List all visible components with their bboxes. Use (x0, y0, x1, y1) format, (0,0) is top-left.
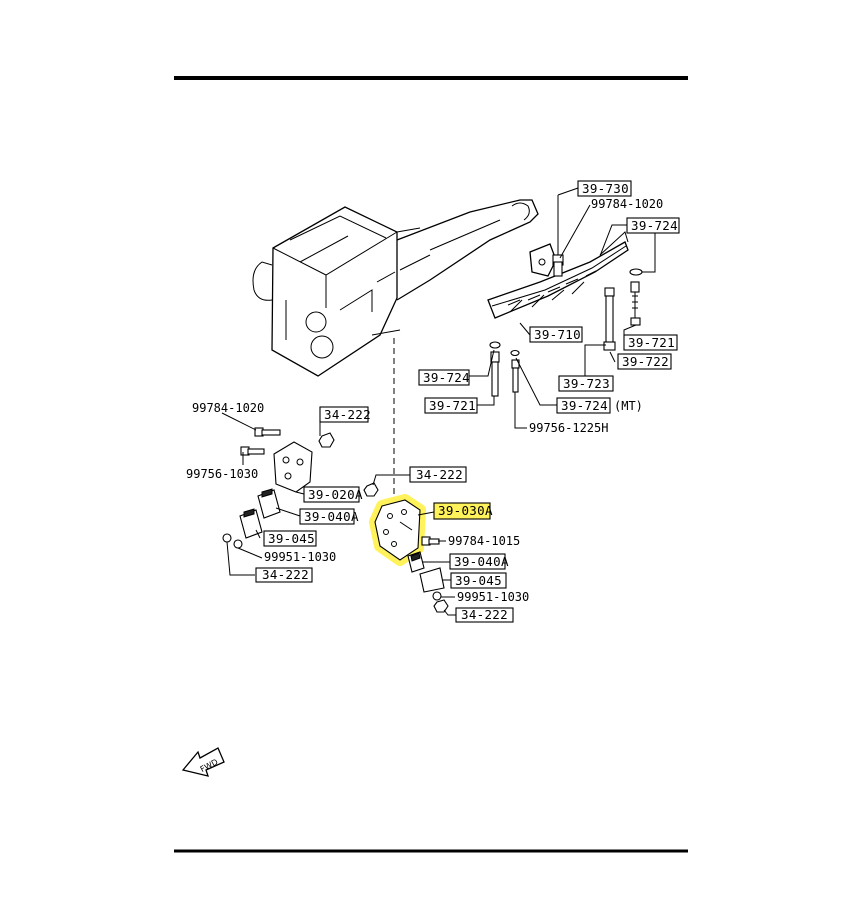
bolt-39-721-left (489, 341, 501, 397)
callout-box (577, 180, 632, 197)
callout-39-723: 39-723 (563, 376, 610, 391)
callout-39-710: 39-710 (534, 327, 581, 342)
bolt-99784-1015 (421, 536, 440, 546)
engine-illustration (252, 206, 421, 377)
bolt-99756-1225h (510, 349, 520, 393)
mount-39-040a-right (407, 551, 425, 573)
callout-39-030a: 39-030A (438, 503, 493, 518)
callout-99784-1020-top: 99784-1020 (591, 197, 663, 211)
callout-99784-1015: 99784-1015 (448, 534, 520, 548)
callout-34-222-a: 34-222 (324, 407, 371, 422)
bolt-39-730 (552, 195, 564, 277)
callout-34-222-d: 34-222 (461, 607, 508, 622)
bolt-39-721-right (630, 281, 641, 326)
washer-39-724-top (629, 268, 643, 276)
callout-39-045-left: 39-045 (268, 531, 315, 546)
callout-39-722: 39-722 (622, 354, 669, 369)
transmission-illustration (396, 199, 539, 301)
fwd-arrow-icon: FWD (181, 747, 225, 777)
callout-39-045-right: 39-045 (455, 573, 502, 588)
callout-39-040a-right: 39-040A (454, 554, 509, 569)
callout-mt-suffix: (MT) (614, 399, 643, 413)
callout-99784-1020-left: 99784-1020 (192, 401, 264, 415)
callout-34-222-b: 34-222 (262, 567, 309, 582)
callout-39-721-right: 39-721 (628, 335, 675, 350)
bolt-99784-1020-left (254, 427, 281, 437)
callout-39-724-top: 39-724 (631, 218, 678, 233)
callout-99951-1030-right: 99951-1030 (457, 590, 529, 604)
right-mount-assembly (363, 482, 449, 613)
nut-34-222-a (318, 432, 335, 448)
callout-39-020a: 39-020A (308, 487, 363, 502)
bracket-39-030a-highlighted (369, 494, 426, 566)
bolt-99756-1030 (240, 446, 265, 456)
nut-99951-1030-left (233, 539, 243, 549)
callout-99951-1030-left: 99951-1030 (264, 550, 336, 564)
callout-99756-1225h: 99756-1225H (529, 421, 608, 435)
callouts: 39-730 99784-1020 39-724 39-710 39-721 3… (186, 180, 680, 623)
nut-99951-1030-right (432, 591, 442, 601)
callout-39-721-left: 39-721 (429, 398, 476, 413)
nut-34-222-c (363, 482, 379, 497)
callout-box-highlighted (433, 502, 491, 520)
callout-39-724-mid: 39-724 (423, 370, 470, 385)
mount-39-040a-left (257, 488, 281, 519)
left-mount-assembly (222, 427, 335, 549)
callout-39-724-mt: 39-724 (561, 398, 608, 413)
callout-39-040a-left: 39-040A (304, 509, 359, 524)
callout-99756-1030: 99756-1030 (186, 467, 258, 481)
bolt-39-723 (603, 287, 616, 351)
callout-39-730: 39-730 (582, 181, 629, 196)
nut-34-222-b (222, 533, 232, 543)
fwd-label: FWD (199, 757, 220, 774)
nut-34-222-d (433, 599, 449, 613)
mount-39-045-left (239, 508, 263, 539)
bracket-39-020a (273, 441, 313, 493)
mount-39-045-right (419, 567, 445, 593)
callout-34-222-c: 34-222 (416, 467, 463, 482)
